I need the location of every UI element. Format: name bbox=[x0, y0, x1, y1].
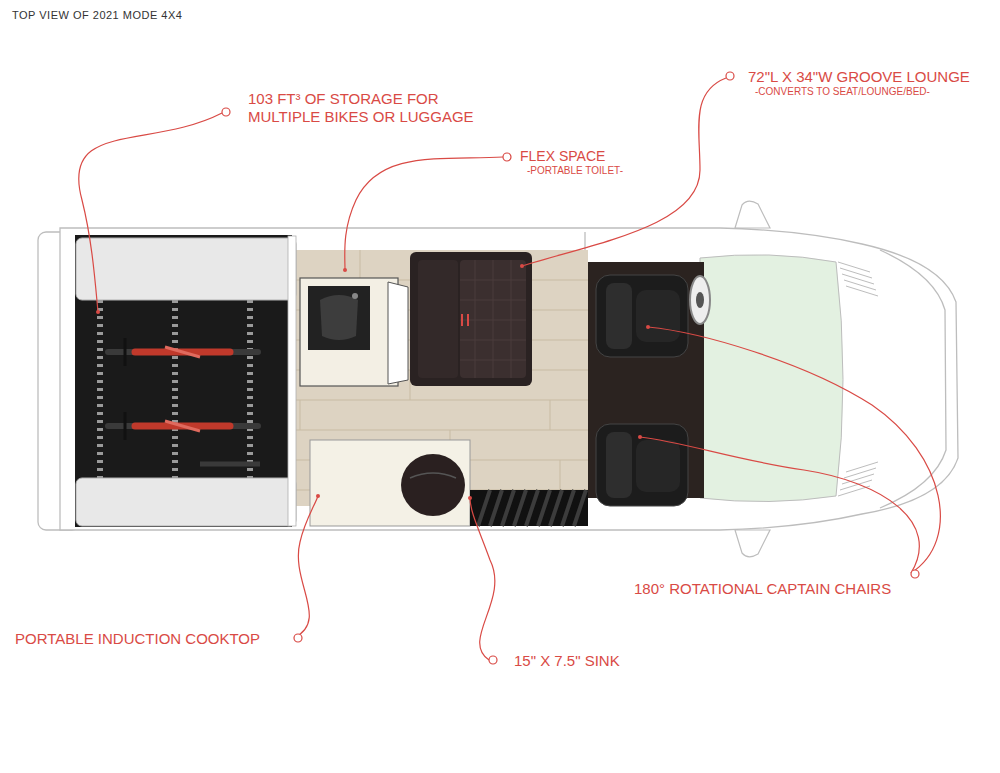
groove-lounge bbox=[462, 314, 468, 326]
groove-lounge bbox=[460, 260, 526, 378]
leader-line bbox=[79, 78, 941, 660]
callout-label: 103 FT³ OF STORAGE FOR MULTIPLE BIKES OR… bbox=[248, 90, 510, 126]
toilet-cabinet bbox=[320, 295, 358, 340]
rear-storage bbox=[75, 235, 296, 527]
callout-label: PORTABLE INDUCTION COOKTOP bbox=[15, 630, 260, 648]
callout-label: FLEX SPACE bbox=[520, 148, 605, 165]
leader-line bbox=[345, 157, 503, 270]
leader-line bbox=[79, 113, 222, 312]
leader-dot bbox=[222, 72, 919, 664]
leader-end bbox=[96, 310, 100, 314]
toilet-cabinet bbox=[308, 286, 370, 350]
leader-dot bbox=[503, 153, 511, 161]
entry-step bbox=[470, 490, 588, 526]
groove-lounge bbox=[418, 260, 458, 378]
steering-wheel bbox=[690, 276, 710, 324]
leader-line bbox=[294, 496, 318, 638]
leader-end bbox=[520, 264, 524, 268]
leader-dot bbox=[911, 570, 919, 578]
entry-step bbox=[470, 490, 588, 526]
callout-subtitle: -CONVERTS TO SEAT/LOUNGE/BED- bbox=[755, 86, 930, 98]
leader-end bbox=[638, 435, 642, 439]
captain-chair bbox=[596, 424, 688, 506]
leader-end bbox=[316, 494, 320, 498]
groove-lounge bbox=[410, 252, 532, 386]
rear-storage bbox=[288, 236, 296, 526]
bike bbox=[200, 462, 260, 467]
rear-storage bbox=[100, 300, 250, 478]
rear-storage bbox=[76, 238, 296, 300]
kitchen-counter bbox=[401, 454, 465, 516]
leader-dot bbox=[489, 656, 497, 664]
rear-storage bbox=[76, 478, 296, 526]
bike bbox=[165, 347, 200, 431]
groove-lounge bbox=[460, 260, 526, 378]
captain-chair bbox=[596, 275, 688, 357]
leader-dot bbox=[222, 108, 230, 116]
leader-line bbox=[522, 78, 726, 266]
steering-wheel bbox=[696, 292, 704, 308]
captain-chair bbox=[636, 290, 680, 342]
toilet-cabinet bbox=[388, 282, 408, 384]
bike bbox=[135, 352, 230, 426]
captain-chair bbox=[606, 283, 632, 349]
hood-vent bbox=[838, 262, 878, 296]
diagram-title: TOP VIEW OF 2021 MODE 4X4 bbox=[12, 9, 182, 21]
leader-line bbox=[648, 327, 940, 573]
leader-line bbox=[470, 498, 495, 660]
callout-label: 180° ROTATIONAL CAPTAIN CHAIRS bbox=[634, 580, 891, 598]
hood-vent bbox=[838, 262, 878, 496]
groove-lounge bbox=[460, 260, 526, 378]
leader-end bbox=[96, 264, 650, 500]
kitchen-counter bbox=[310, 440, 470, 526]
toilet-cabinet bbox=[352, 293, 358, 299]
leader-dot bbox=[294, 634, 302, 642]
van-body bbox=[880, 250, 946, 508]
leader-end bbox=[343, 268, 347, 272]
leader-end bbox=[468, 496, 472, 500]
entry-step bbox=[478, 490, 586, 526]
bike bbox=[108, 352, 258, 426]
kitchen-counter bbox=[310, 440, 470, 526]
toilet-cabinet bbox=[300, 278, 408, 386]
van-body bbox=[38, 228, 958, 530]
captain-chair bbox=[606, 432, 632, 498]
kitchen-counter bbox=[410, 473, 456, 478]
bike bbox=[124, 338, 127, 440]
groove-lounge bbox=[410, 252, 532, 386]
rear-storage bbox=[100, 300, 250, 478]
captain-chair bbox=[596, 275, 688, 506]
callout-label: 72"L X 34"W GROOVE LOUNGE bbox=[748, 68, 970, 86]
mirror bbox=[735, 201, 770, 228]
bike bbox=[108, 338, 260, 464]
captain-chair bbox=[636, 440, 680, 492]
steering-wheel bbox=[690, 276, 710, 324]
leader-line bbox=[640, 437, 919, 573]
leader-end bbox=[646, 325, 650, 329]
toilet-cabinet bbox=[300, 278, 398, 386]
mirror bbox=[735, 530, 770, 557]
callout-subtitle: -PORTABLE TOILET- bbox=[527, 165, 623, 177]
callout-label: 15" X 7.5" SINK bbox=[514, 652, 620, 670]
leader-dot bbox=[726, 72, 734, 80]
